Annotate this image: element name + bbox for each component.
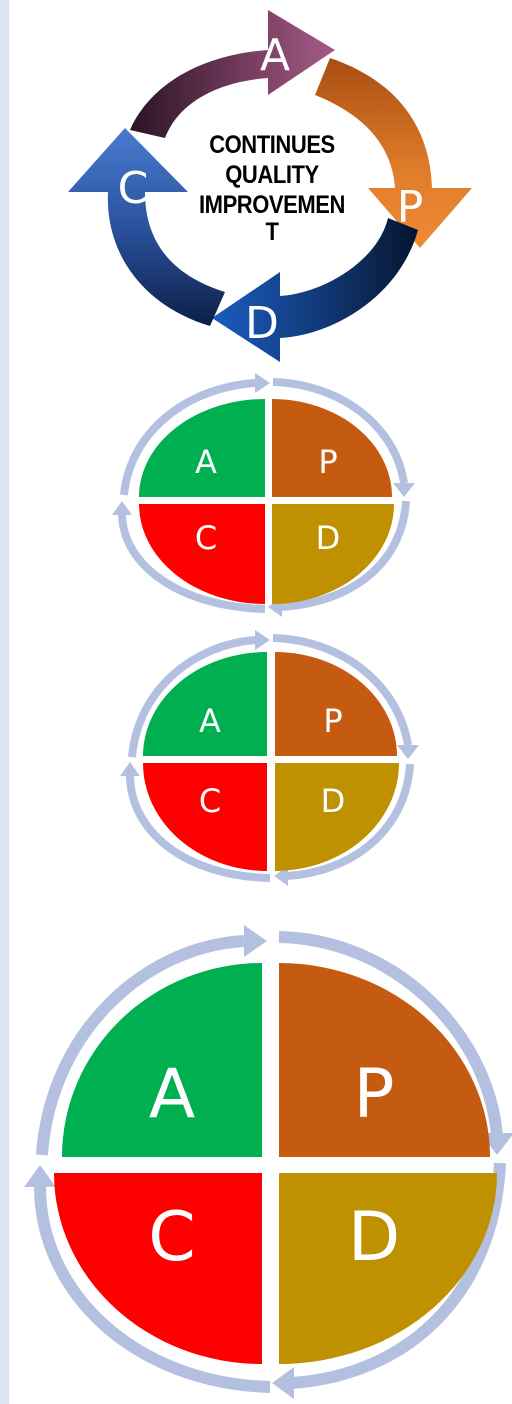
caption-line-1: CONTINUES	[184, 130, 360, 160]
label-d: D	[348, 1198, 400, 1277]
label-d: D	[321, 782, 346, 820]
label-c: C	[195, 519, 217, 557]
label-c: C	[148, 1198, 195, 1277]
quadrant-diagram-1: A P C D	[110, 375, 420, 625]
cycle-step-c: C	[118, 163, 149, 214]
ring-arrowhead-a	[244, 925, 267, 957]
quadrant-diagram-3: A P C D	[22, 925, 512, 1404]
cycle-step-d: D	[245, 298, 279, 349]
ring-arrowhead-a	[255, 630, 270, 650]
label-a: A	[195, 443, 217, 481]
label-p: P	[323, 702, 342, 740]
ring-arrowhead-c	[112, 501, 132, 515]
ring-arrowhead-c	[120, 762, 140, 776]
label-c: C	[199, 782, 221, 820]
label-p: P	[353, 1055, 394, 1134]
cycle-step-a: A	[260, 30, 290, 81]
caption-line-4: T	[184, 220, 360, 244]
caption-line-2: QUALITY	[184, 160, 360, 190]
quadrant-diagram-2: A P C D	[118, 630, 428, 892]
label-d: D	[316, 519, 341, 557]
ring-arrowhead-p	[397, 745, 419, 759]
cycle-step-p: P	[397, 182, 424, 233]
ring-arrowhead-c	[24, 1165, 56, 1187]
caption-line-3: IMPROVEMEN	[184, 190, 360, 220]
ring-arrowhead-p	[393, 483, 415, 497]
label-p: P	[318, 443, 337, 481]
label-a: A	[199, 702, 221, 740]
ring-arrowhead-a	[255, 373, 270, 393]
cycle-center-caption: CONTINUES QUALITY IMPROVEMEN T	[184, 130, 360, 244]
label-a: A	[149, 1055, 196, 1134]
ring-arrowhead-d	[272, 1367, 294, 1399]
cycle-arrow-a	[130, 10, 335, 138]
left-margin-rule	[0, 0, 9, 1404]
